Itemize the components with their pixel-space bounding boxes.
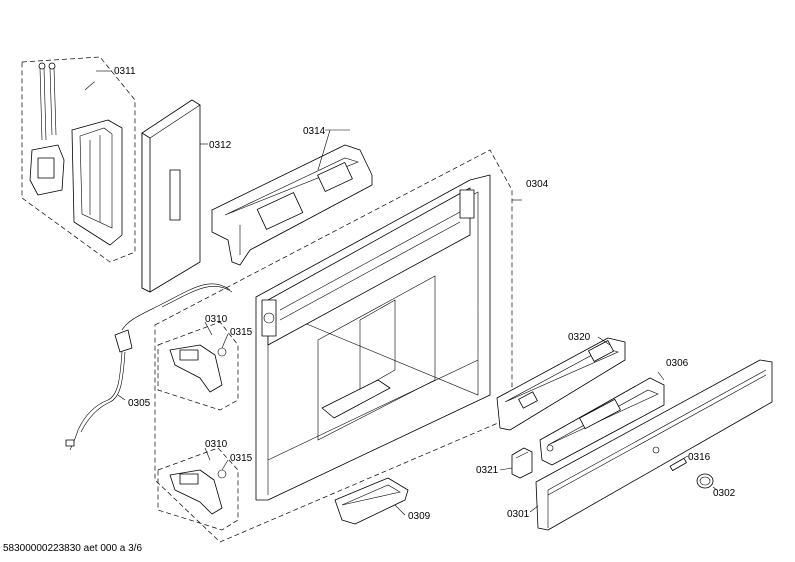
ring-0302	[696, 473, 714, 489]
label-0321: 0321	[476, 465, 499, 476]
part-0305: 0305	[65, 283, 233, 451]
inner-tray	[321, 379, 391, 419]
label-0315-upper: 0315	[230, 327, 253, 338]
part-0306: 0306	[539, 358, 689, 466]
board-0320	[496, 337, 626, 431]
part-0320: 0320	[496, 332, 626, 431]
label-0305: 0305	[128, 398, 151, 409]
tray-0309	[334, 477, 409, 525]
label-0310-lower: 0310	[205, 439, 228, 450]
label-0311: 0311	[114, 66, 136, 77]
dashed-outline-0310-upper	[157, 321, 239, 411]
cable-top	[121, 283, 231, 331]
group-0310-upper: 0310 0315	[157, 314, 253, 411]
label-0302: 0302	[713, 488, 736, 499]
group-0304: 0304	[154, 149, 549, 543]
part-0302: 0302	[696, 473, 736, 499]
label-0314: 0314	[303, 126, 326, 137]
corner-bracket	[261, 299, 277, 337]
label-0315-lower: 0315	[230, 453, 253, 464]
module-0306	[539, 377, 665, 466]
label-0310-upper: 0310	[205, 314, 228, 325]
label-0320: 0320	[568, 332, 591, 343]
label-0316: 0316	[688, 452, 711, 463]
label-0312: 0312	[209, 140, 232, 151]
inner-opening	[317, 275, 436, 441]
document-number: 58300000223830 aet 000 a 3/6	[3, 543, 142, 554]
front-panel-0301	[535, 359, 773, 531]
plate-0311	[71, 119, 123, 246]
label-0301: 0301	[507, 509, 530, 520]
label-0306: 0306	[666, 358, 689, 369]
part-0314: 0314	[211, 126, 373, 266]
component-0321	[511, 447, 533, 479]
rod-left	[39, 67, 43, 141]
part-0316: 0316	[669, 452, 711, 471]
part-0301: 0301	[507, 359, 773, 531]
pin-0316	[669, 457, 687, 471]
label-0304: 0304	[526, 179, 549, 190]
slot	[169, 169, 181, 221]
part-0321: 0321	[476, 447, 533, 479]
cable-lower	[69, 351, 123, 451]
cable-clip	[114, 329, 133, 353]
group-0310-lower: 0310 0315	[157, 439, 253, 531]
label-0309: 0309	[408, 511, 431, 522]
part-0309: 0309	[334, 477, 431, 525]
group-0311: 0311	[21, 56, 136, 263]
part-0312: 0312	[141, 99, 232, 293]
rod-right	[49, 67, 53, 136]
